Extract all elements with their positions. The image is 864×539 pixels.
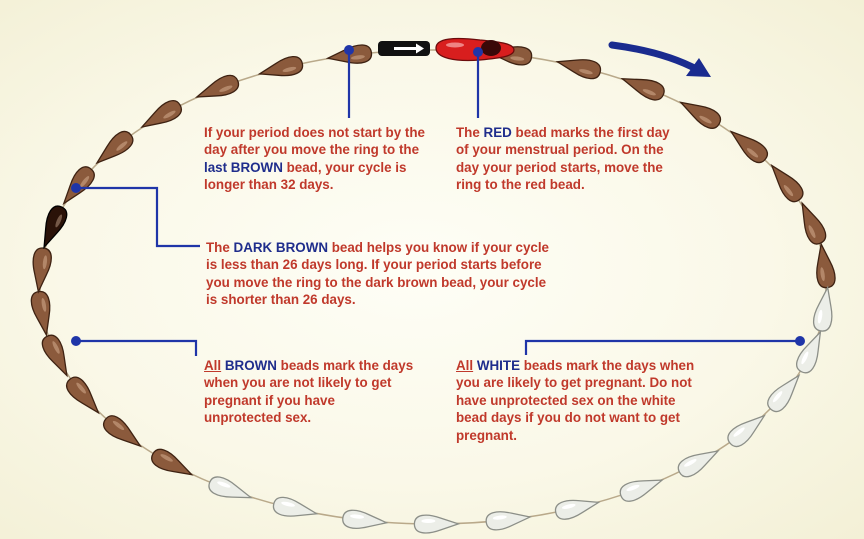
note-all-brown-all: All (204, 358, 221, 373)
white-bead (485, 508, 531, 531)
white-bead (414, 515, 458, 533)
note-all-brown-keyword: BROWN (225, 358, 277, 373)
note-all-brown: All BROWN beads mark the days when you a… (204, 357, 414, 427)
brown-bead (676, 95, 723, 132)
brown-bead (30, 290, 56, 337)
note-red-keyword: RED (484, 125, 512, 140)
leader-lines (71, 45, 805, 356)
brown-bead (794, 199, 829, 246)
brown-bead (149, 446, 196, 482)
dark-brown-bead (36, 203, 70, 250)
leader-all-white (526, 336, 805, 355)
brown-bead (257, 54, 304, 82)
white-bead (207, 474, 254, 506)
note-last-brown-text-1: If your period does not start by the day… (204, 125, 425, 157)
note-all-white-all: All (456, 358, 473, 373)
brown-bead (194, 72, 241, 105)
note-last-brown: If your period does not start by the day… (204, 124, 429, 194)
brown-bead (725, 125, 770, 167)
leader-all-brown (71, 336, 196, 356)
white-bead (675, 443, 722, 480)
direction-arrow-icon (612, 45, 711, 77)
brown-bead (812, 243, 836, 289)
brown-bead (100, 412, 146, 453)
note-red: The RED bead marks the first day of your… (456, 124, 681, 194)
note-all-white: All WHITE beads mark the days when you a… (456, 357, 702, 444)
white-bead (794, 328, 829, 375)
note-dark-brown: The DARK BROWN bead helps you know if yo… (206, 239, 554, 309)
white-bead (618, 472, 665, 504)
note-all-white-keyword: WHITE (477, 358, 520, 373)
note-dark-brown-text-1: The (206, 240, 234, 255)
white-bead (554, 494, 601, 522)
note-dark-brown-keyword: DARK BROWN (234, 240, 328, 255)
brown-bead (555, 53, 602, 81)
note-red-text-1: The (456, 125, 484, 140)
white-bead (342, 509, 388, 531)
white-bead (272, 495, 319, 522)
note-last-brown-keyword: last BROWN (204, 160, 283, 175)
leader-dark-brown (71, 183, 200, 246)
brown-bead (137, 97, 184, 134)
brown-bead (30, 247, 53, 293)
white-bead (812, 286, 836, 332)
white-bead (764, 370, 806, 415)
brown-bead (619, 70, 666, 102)
red-bead-group (378, 39, 514, 61)
brown-bead (39, 332, 75, 379)
